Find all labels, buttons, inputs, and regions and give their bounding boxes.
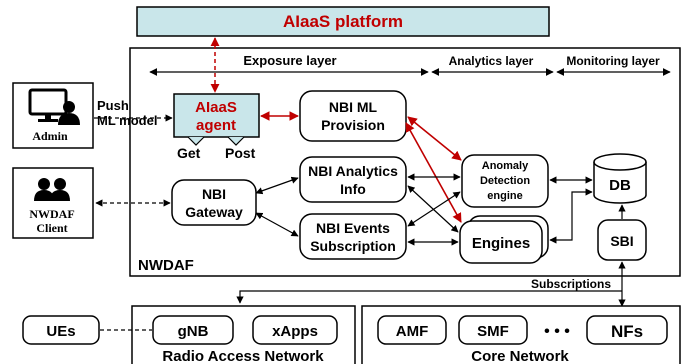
nbi-ml-line2: Provision bbox=[321, 117, 385, 133]
smf-label: SMF bbox=[477, 323, 509, 340]
nbi-ml-line1: NBI ML bbox=[329, 99, 378, 115]
anomaly-line3: engine bbox=[487, 190, 522, 202]
engines-box bbox=[459, 220, 543, 264]
nbi-gateway-line1: NBI bbox=[202, 186, 226, 202]
nwdaf-box bbox=[129, 47, 681, 277]
ml-model-label: ML model bbox=[97, 113, 157, 128]
nbi-events-subscription-box bbox=[299, 213, 407, 260]
sbi-box bbox=[597, 219, 647, 261]
get-label: Get bbox=[177, 145, 201, 161]
exposure-layer-label: Exposure layer bbox=[243, 53, 336, 68]
nbi-ml-provision-box bbox=[299, 90, 407, 142]
gateway-events-arrow bbox=[255, 212, 299, 237]
nbi-gateway-box bbox=[171, 179, 257, 226]
nbi-events-line1: NBI Events bbox=[316, 220, 390, 236]
engines-label: Engines bbox=[472, 235, 530, 252]
anomaly-detection-box bbox=[461, 154, 549, 208]
nbi-analytics-line1: NBI Analytics bbox=[308, 163, 398, 179]
nwdaf-client-box bbox=[12, 167, 94, 239]
nbi-analytics-line2: Info bbox=[340, 181, 366, 197]
core-network-title: Core Network bbox=[471, 348, 569, 364]
ran-box bbox=[131, 305, 356, 364]
ues-box bbox=[22, 315, 100, 345]
db-label: DB bbox=[609, 177, 631, 194]
amf-label: AMF bbox=[396, 323, 429, 340]
smf-box bbox=[458, 315, 528, 345]
nbi-gateway-line2: Gateway bbox=[185, 204, 243, 220]
aiaas-platform-box bbox=[136, 6, 550, 37]
gnb-label: gNB bbox=[178, 323, 209, 340]
sbi-label: SBI bbox=[610, 233, 633, 249]
user-group-icon bbox=[34, 178, 70, 201]
ran-title: Radio Access Network bbox=[162, 348, 324, 364]
ml-anomaly-red-arrow bbox=[407, 116, 462, 161]
agent-post-tab bbox=[227, 136, 245, 146]
admin-user-monitor-icon bbox=[28, 88, 80, 125]
nbi-events-line2: Subscription bbox=[310, 238, 396, 254]
nwdaf-client-line1: NWDAF bbox=[29, 207, 74, 221]
nwdaf-label: NWDAF bbox=[138, 257, 194, 274]
core-network-box bbox=[361, 305, 681, 364]
subscriptions-ran-arrow bbox=[236, 290, 622, 304]
database-cylinder-icon bbox=[593, 153, 647, 204]
admin-label: Admin bbox=[32, 129, 68, 143]
engines-db-arrow bbox=[549, 188, 593, 244]
monitoring-layer-label: Monitoring layer bbox=[566, 54, 660, 68]
nwdaf-client-line2: Client bbox=[36, 221, 67, 235]
aiaas-agent-box bbox=[173, 93, 260, 138]
xapps-label: xApps bbox=[272, 323, 318, 340]
ues-label: UEs bbox=[46, 323, 75, 340]
events-anomaly-arrow bbox=[407, 191, 461, 227]
gateway-analytics-arrow bbox=[255, 176, 299, 195]
subscriptions-label: Subscriptions bbox=[531, 277, 611, 291]
anomaly-line1: Anomaly bbox=[482, 160, 529, 172]
amf-box bbox=[377, 315, 447, 345]
agent-get-tab bbox=[187, 136, 205, 146]
aiaas-agent-line2: agent bbox=[196, 117, 236, 134]
analytics-layer-label: Analytics layer bbox=[449, 54, 534, 68]
post-label: Post bbox=[225, 145, 256, 161]
anomaly-line2: Detection bbox=[480, 175, 530, 187]
aiaas-platform-title: AIaaS platform bbox=[283, 12, 403, 31]
push-label: Push bbox=[97, 98, 129, 113]
nfs-label: NFs bbox=[611, 322, 643, 341]
gnb-box bbox=[152, 315, 234, 345]
aiaas-agent-line1: AIaaS bbox=[195, 99, 237, 116]
nfs-box bbox=[586, 315, 668, 345]
xapps-box bbox=[252, 315, 338, 345]
core-ellipsis: • • • bbox=[544, 323, 570, 340]
